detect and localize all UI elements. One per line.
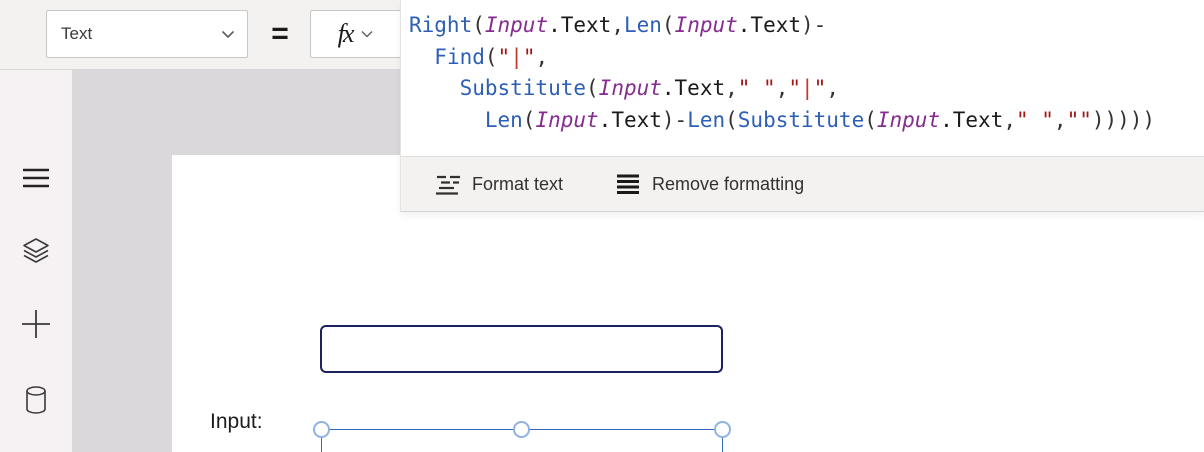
sidebar-item-insert[interactable] — [14, 304, 58, 344]
input-text-control[interactable] — [320, 325, 723, 373]
equals-sign: = — [271, 17, 289, 50]
sidebar-item-data[interactable] — [14, 380, 58, 420]
remove-formatting-button[interactable]: Remove formatting — [615, 172, 804, 197]
remove-formatting-icon — [615, 172, 641, 197]
resize-handle-top-left[interactable] — [313, 421, 330, 438]
selected-label-control[interactable] — [313, 421, 731, 452]
formula-bar-panel: Right(Input.Text,Len(Input.Text)- Find("… — [400, 0, 1204, 212]
app-authoring-sidebar — [0, 70, 72, 452]
plus-icon — [20, 308, 52, 340]
chevron-down-icon — [221, 30, 235, 39]
format-text-button[interactable]: Format text — [434, 171, 563, 198]
hamburger-icon — [21, 166, 51, 190]
property-selector-value: Text — [61, 24, 93, 43]
input-caption-label[interactable]: Input: — [210, 410, 263, 433]
fx-dropdown-button[interactable]: fx — [310, 10, 401, 58]
database-icon — [23, 385, 49, 415]
resize-handle-top-center[interactable] — [513, 421, 530, 438]
formula-footer-bar: Format text Remove formatting — [401, 156, 1204, 211]
sidebar-item-tree-view[interactable] — [14, 231, 58, 271]
formula-code[interactable]: Right(Input.Text,Len(Input.Text)- Find("… — [409, 13, 1156, 132]
remove-formatting-label: Remove formatting — [652, 173, 805, 194]
property-selector-dropdown[interactable]: Text — [46, 10, 248, 58]
fx-icon: fx — [337, 19, 355, 48]
format-text-label: Format text — [472, 173, 564, 194]
sidebar-item-menu[interactable] — [14, 158, 58, 198]
resize-handle-top-right[interactable] — [714, 421, 731, 438]
layers-icon — [20, 236, 52, 266]
chevron-down-icon — [361, 30, 373, 38]
format-text-icon — [434, 171, 461, 198]
